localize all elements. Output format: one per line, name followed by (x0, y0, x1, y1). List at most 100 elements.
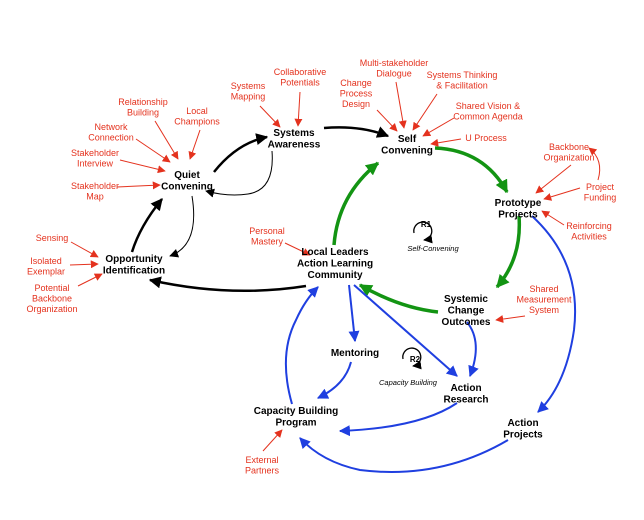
node-local-leaders-line: Local Leaders (301, 247, 369, 258)
link-sensing-to-opportunity (70, 241, 99, 258)
factor-stakeholder-interview-line: Interview (77, 159, 114, 169)
node-mentoring-line: Mentoring (331, 348, 379, 359)
link-prototype-to-systemic (495, 215, 522, 289)
link-potential-to-opportunity (77, 273, 103, 287)
link-capacity-to-local (284, 286, 319, 405)
factor-potential-backbone-line: Backbone (32, 294, 72, 304)
node-systemic-change-outcomes-line: Change (448, 306, 485, 317)
node-action-projects-line: Action (507, 418, 538, 429)
link-funding-to-prototype (543, 187, 581, 201)
loop-r1-icon (413, 221, 433, 244)
link-mentoring-to-capacity (317, 361, 352, 399)
loop-r1: R1 Self-Convening (407, 220, 459, 253)
link-local-to-mentoring (348, 284, 360, 343)
node-self-convening-line: Convening (381, 146, 433, 157)
factor-systems-mapping-line: Mapping (231, 92, 266, 102)
link-quiet-to-awareness (213, 133, 269, 173)
link-mastery-to-local (284, 242, 311, 256)
node-systems-awareness-line: Awareness (268, 140, 321, 151)
link-collab-to-awareness (294, 91, 303, 127)
node-capacity-building-program-line: Capacity Building (254, 406, 338, 417)
factor-personal-mastery-line: Mastery (251, 237, 284, 247)
link-local-to-action-research (353, 284, 458, 377)
factor-u-process-line: U Process (465, 133, 507, 143)
factor-project-funding-line: Funding (584, 193, 617, 203)
link-prototype-to-action-projects (531, 215, 577, 413)
factor-systems-thinking: Systems Thinking& Facilitation (427, 70, 498, 91)
link-awareness-to-quiet (205, 150, 273, 198)
factor-shared-measurement-line: Measurement (516, 295, 572, 305)
factor-reinforcing-activities-line: Reinforcing (566, 221, 612, 231)
node-local-leaders-line: Action Learning (297, 259, 373, 270)
loop-r2-label: Capacity Building (379, 378, 438, 387)
link-thinking-to-self (412, 93, 438, 131)
factor-shared-vision-line: Common Agenda (453, 112, 523, 122)
node-systems-awareness-line: Systems (273, 128, 315, 139)
link-uprocess-to-self (430, 138, 462, 147)
link-funding-to-backbone (588, 147, 601, 181)
loop-r2: R2 Capacity Building (379, 347, 438, 387)
link-local-to-opportunity (148, 276, 307, 293)
node-capacity-building-program-line: Program (275, 418, 316, 429)
factor-network-connection-line: Network (94, 122, 128, 132)
factor-external-partners-line: Partners (245, 466, 280, 476)
blue-links (284, 215, 577, 473)
factor-collaborative-potentials-line: Potentials (280, 78, 320, 88)
factor-systems-thinking-line: & Facilitation (436, 81, 488, 91)
link-quiet-to-opportunity (169, 195, 195, 258)
factor-backbone-organization-line: Backbone (549, 142, 589, 152)
factor-network-connection-line: Connection (88, 133, 134, 143)
factor-reinforcing-activities-line: Activities (571, 232, 607, 242)
factor-shared-measurement-line: Shared (529, 284, 558, 294)
node-prototype-projects-line: Prototype (495, 198, 542, 209)
link-self-to-prototype (434, 146, 509, 194)
factor-local-champions-line: Champions (174, 117, 220, 127)
factor-backbone-organization-line: Organization (543, 153, 594, 163)
factor-collaborative-potentials-line: Collaborative (274, 67, 327, 77)
factor-potential-backbone-line: Organization (26, 304, 77, 314)
factor-stakeholder-interview-line: Stakeholder (71, 148, 119, 158)
link-external-to-capacity (262, 429, 283, 452)
node-opportunity-identification-line: Opportunity (105, 254, 163, 265)
factor-shared-vision-line: Shared Vision & (456, 101, 520, 111)
green-links (332, 146, 522, 314)
node-self-convening-line: Self (398, 134, 417, 145)
factor-change-process-design-line: Change (340, 78, 372, 88)
factor-potential-backbone-line: Potential (34, 283, 69, 293)
loop-r2-icon (402, 347, 422, 370)
link-measurement-to-systemic (495, 315, 526, 323)
factor-project-funding-line: Project (586, 182, 615, 192)
factor-isolated-exemplar-line: Exemplar (27, 267, 65, 277)
factor-shared-measurement-line: System (529, 305, 559, 315)
node-systemic-change-outcomes-line: Outcomes (442, 317, 491, 328)
factor-isolated-exemplar-line: Isolated (30, 256, 62, 266)
node-systemic-change-outcomes-line: Systemic (444, 294, 488, 305)
link-awareness-to-self (323, 126, 390, 138)
factor-relationship-building-line: Relationship (118, 97, 168, 107)
link-dialogue-to-self (395, 81, 407, 129)
factor-local-champions-line: Local (186, 106, 208, 116)
link-action-projects-to-capacity (299, 437, 509, 473)
link-network-to-quiet (135, 138, 171, 163)
link-relationship-to-quiet (154, 120, 179, 160)
link-design-to-self (376, 109, 398, 132)
factor-relationship-building-line: Building (127, 108, 159, 118)
red-links (69, 81, 601, 452)
